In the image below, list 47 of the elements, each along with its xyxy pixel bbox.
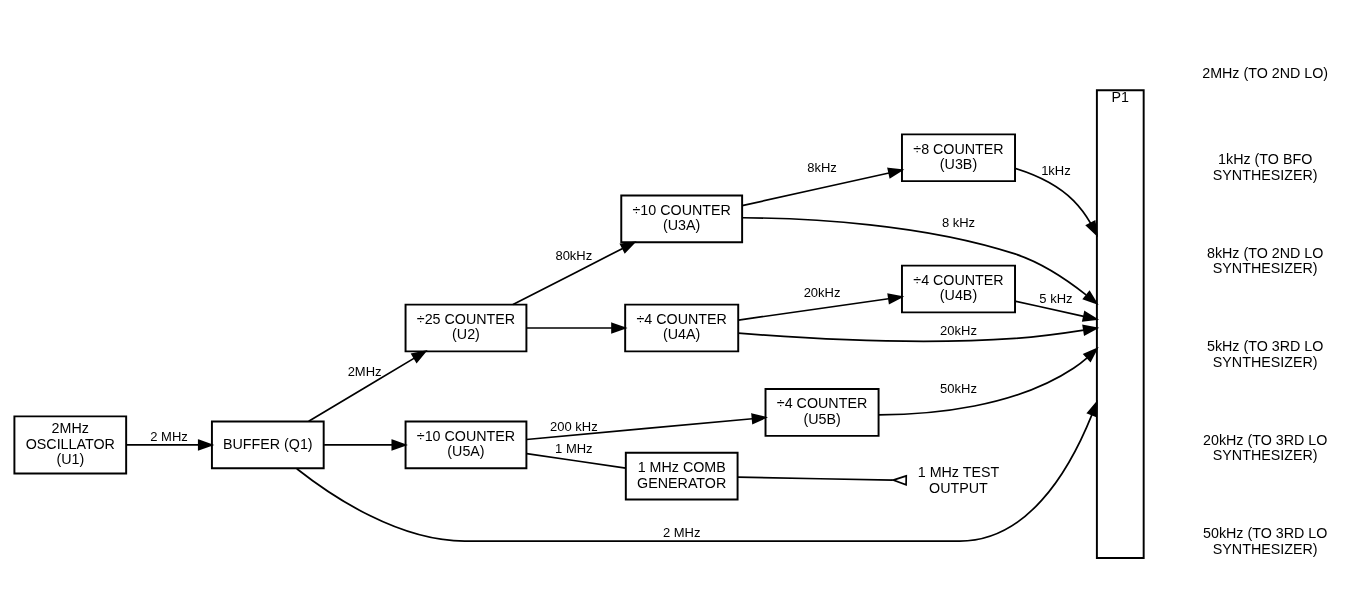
arrow	[1014, 299, 1100, 322]
arrow	[737, 292, 905, 321]
edge-label: 2MHz	[347, 363, 382, 379]
connector	[736, 474, 908, 486]
node-box: BUFFER (Q1)	[210, 420, 325, 469]
arrow	[741, 167, 905, 206]
arrow	[741, 216, 1099, 305]
node-box: 2MHz OSCILLATOR (U1)	[13, 414, 128, 474]
edge-label: 200 kHz	[550, 418, 598, 434]
arrow	[525, 321, 628, 334]
edge-label: 2 MHz	[150, 428, 188, 444]
label: 1kHz (TO BFO SYNTHESIZER)	[1212, 150, 1318, 183]
edge-label: 8 kHz	[941, 214, 976, 230]
node-box: P1	[1095, 88, 1145, 559]
arrow	[1014, 167, 1098, 237]
arrow	[307, 349, 428, 422]
label: 20kHz (TO 3RD LO SYNTHESIZER)	[1203, 431, 1328, 463]
node-box: ÷10 COUNTER (U3A)	[620, 193, 744, 243]
label: 50kHz (TO 3RD LO SYNTHESIZER)	[1203, 524, 1328, 557]
edge-label: 80kHz	[555, 247, 593, 263]
edge-label: 2 MHz	[662, 524, 701, 540]
node-box: ÷4 COUNTER (U4B)	[901, 264, 1016, 313]
node-box: 1 MHz COMB GENERATOR	[624, 451, 739, 500]
edge-label: 1 MHz	[555, 440, 593, 456]
arrow	[525, 412, 768, 440]
edge-label: 20kHz	[940, 321, 977, 337]
node-box: ÷25 COUNTER (U2)	[404, 303, 528, 352]
label: 8kHz (TO 2ND LO SYNTHESIZER)	[1206, 244, 1324, 276]
edge-label: 20kHz	[803, 284, 841, 300]
arrow	[323, 438, 408, 451]
node-box: ÷8 COUNTER (U3B)	[901, 132, 1016, 182]
edge-label: 5 kHz	[1039, 290, 1073, 306]
arrow	[737, 324, 1100, 342]
edge-label: 50kHz	[940, 380, 977, 396]
node-box: ÷10 COUNTER (U5A)	[404, 420, 528, 469]
connector	[525, 452, 627, 469]
edge-label: 1kHz	[1041, 162, 1071, 178]
arrow	[295, 399, 1098, 542]
edge-label: 8kHz	[807, 159, 837, 175]
label: 2MHz (TO 2ND LO)	[1202, 64, 1329, 81]
arrow	[512, 240, 637, 305]
label: 5kHz (TO 3RD LO SYNTHESIZER)	[1206, 337, 1324, 370]
node-box: ÷4 COUNTER (U5B)	[764, 387, 880, 437]
node-box: ÷4 COUNTER (U4A)	[624, 303, 740, 352]
arrow	[125, 438, 215, 451]
arrow	[877, 346, 1099, 416]
node-text: 1 MHz TEST OUTPUT	[917, 463, 1000, 496]
